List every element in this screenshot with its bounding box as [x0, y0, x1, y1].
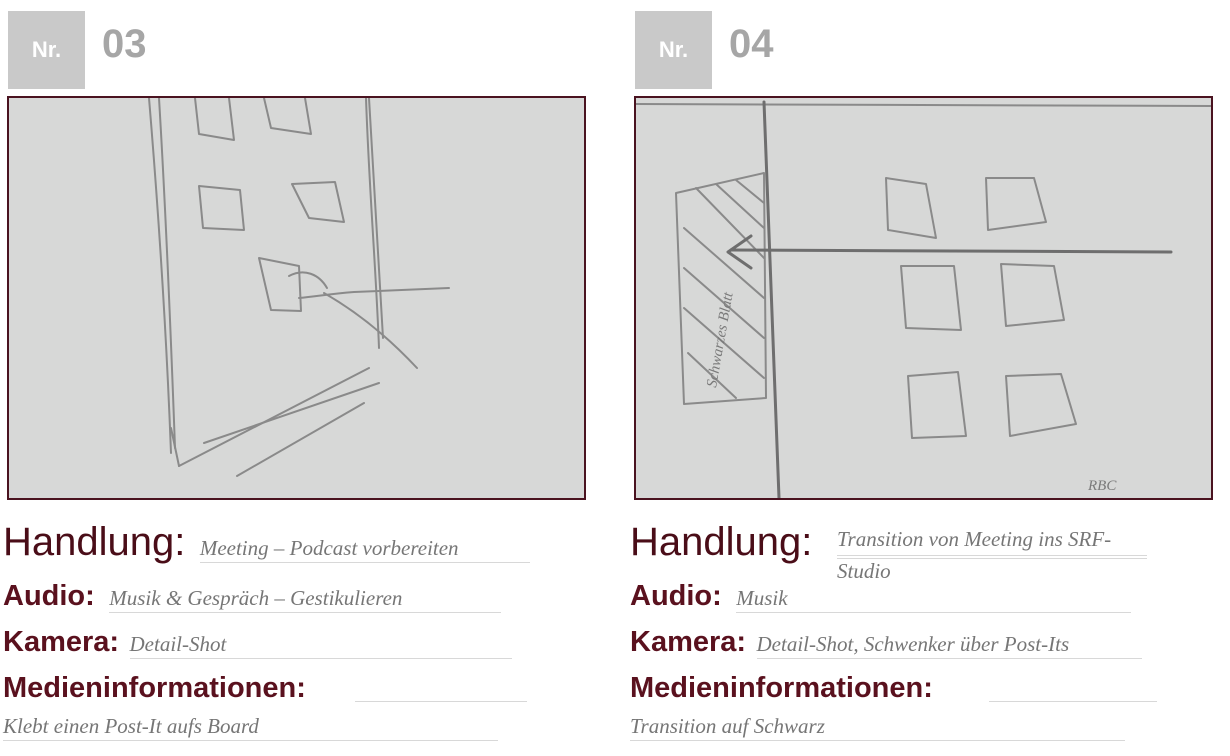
kamera-label: Kamera: — [630, 626, 747, 658]
audio-label: Audio: — [3, 580, 95, 612]
kamera-row: Kamera: Detail-Shot — [3, 626, 512, 659]
sketch-image — [7, 96, 586, 500]
audio-row: Audio: Musik — [630, 580, 1132, 613]
medien-label: Medieninformationen: — [3, 672, 306, 704]
medien-value-row: Klebt einen Post-It aufs Board — [3, 714, 498, 741]
scene-number: 03 — [102, 22, 147, 66]
handlung-value-line2: Studio — [837, 559, 891, 583]
medien-row: Medieninformationen: — [3, 672, 306, 705]
medien-value: Transition auf Schwarz — [630, 714, 1125, 741]
handlung-label: Handlung: — [3, 520, 186, 564]
pencil-sketch-transition: Schwarzes Blatt RBC — [636, 100, 1211, 498]
kamera-value: Detail-Shot, Schwenker über Post-Its — [756, 632, 1142, 659]
audio-value: Musik — [736, 586, 1132, 613]
audio-row: Audio: Musik & Gespräch – Gestikulieren — [3, 580, 502, 613]
sketch-signature: RBC — [1087, 478, 1117, 494]
handlung-row: Handlung: Meeting – Podcast vorbereiten — [3, 520, 530, 565]
audio-label: Audio: — [630, 580, 722, 612]
sketch-image: Schwarzes Blatt RBC — [634, 96, 1213, 500]
pencil-sketch-meeting — [148, 98, 450, 477]
medien-value: Klebt einen Post-It aufs Board — [3, 714, 498, 741]
handlung-value-line1: Transition von Meeting ins SRF- — [837, 524, 1147, 556]
kamera-label: Kamera: — [3, 626, 120, 658]
medien-rule — [989, 701, 1157, 702]
handlung-value: Transition von Meeting ins SRF- Studio — [837, 524, 1147, 587]
storyboard-panel-03: Nr. 03 — [0, 0, 590, 756]
scene-number: 04 — [729, 22, 774, 66]
handlung-value: Meeting – Podcast vorbereiten — [199, 536, 530, 563]
audio-value: Musik & Gespräch – Gestikulieren — [109, 586, 502, 613]
handlung-row: Handlung: — [630, 520, 812, 565]
medien-rule — [355, 701, 527, 702]
handlung-rule — [837, 558, 1147, 559]
medien-label: Medieninformationen: — [630, 672, 933, 704]
kamera-row: Kamera: Detail-Shot, Schwenker über Post… — [630, 626, 1142, 659]
medien-row: Medieninformationen: — [630, 672, 933, 705]
handlung-label: Handlung: — [630, 520, 813, 564]
storyboard-panel-04: Nr. 04 — [627, 0, 1217, 756]
sketch-handwriting: Schwarzes Blatt — [704, 290, 737, 388]
medien-value-row: Transition auf Schwarz — [630, 714, 1125, 741]
nr-badge: Nr. — [635, 11, 712, 89]
kamera-value: Detail-Shot — [129, 632, 512, 659]
nr-badge: Nr. — [8, 11, 85, 89]
